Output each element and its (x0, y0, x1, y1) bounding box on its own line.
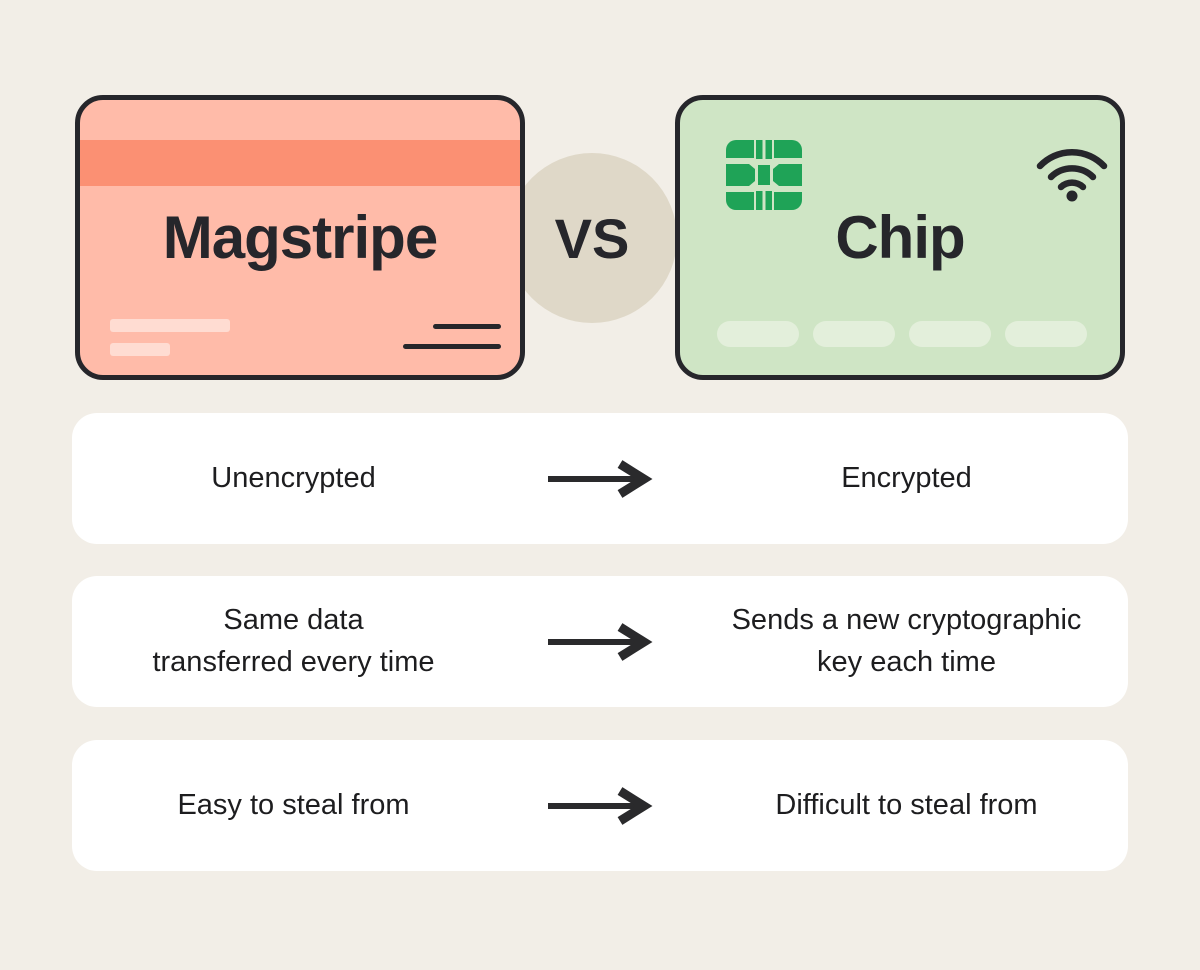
chip-card-title: Chip (835, 203, 965, 271)
chip-fact: Encrypted (841, 461, 972, 494)
chip-fact: Difficult to steal from (775, 788, 1038, 821)
card-number-pill (717, 321, 799, 347)
arrow-container (515, 622, 685, 662)
card-number-pills (717, 321, 1087, 347)
magstripe-card: Magstripe (75, 95, 525, 380)
card-number-pill (1005, 321, 1087, 347)
right-arrow-icon (548, 622, 653, 661)
right-arrow-icon (548, 786, 653, 825)
right-arrow-icon (548, 459, 653, 498)
vs-badge: VS (507, 153, 677, 323)
chip-fact: Sends a new cryptographic key each time (731, 604, 1082, 678)
card-number-pill (909, 321, 991, 347)
comparison-row-encryption: Unencrypted Encrypted (72, 413, 1128, 544)
signature-line (433, 324, 501, 329)
magstripe-fact: Easy to steal from (177, 788, 410, 821)
arrow-container (515, 459, 685, 499)
vs-label: VS (554, 206, 630, 270)
contactless-wifi-icon (1036, 149, 1108, 202)
magnetic-stripe-band (80, 140, 520, 186)
magstripe-fact: Same data transferred every time (152, 604, 435, 678)
comparison-row-theft-risk: Easy to steal from Difficult to steal fr… (72, 740, 1128, 871)
arrow-container (515, 786, 685, 826)
card-detail-line (110, 319, 230, 332)
card-number-pill (813, 321, 895, 347)
magstripe-fact: Unencrypted (211, 461, 376, 494)
chip-card: Chip (675, 95, 1125, 380)
card-detail-line (110, 343, 170, 356)
comparison-row-data-transfer: Same data transferred every time Sends a… (72, 576, 1128, 707)
signature-line (403, 344, 501, 349)
magstripe-card-title: Magstripe (162, 203, 438, 271)
emv-chip-icon (726, 140, 802, 210)
